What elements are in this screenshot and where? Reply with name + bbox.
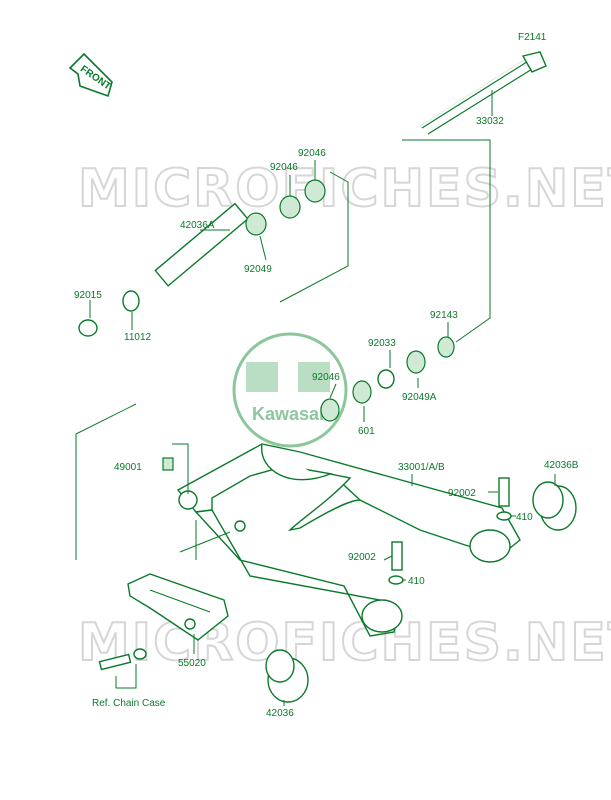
part-601-label: 601 [358, 426, 375, 437]
watermark-top: MICROFICHES.NET [78, 159, 611, 219]
part-42036a-label: 42036A [180, 220, 215, 231]
kawasaki-logo: Kawasaki [232, 332, 348, 448]
pivot-axle [419, 51, 547, 135]
part-92049a-label: 92049A [402, 392, 437, 403]
part-92046-label-a: 92046 [270, 162, 298, 173]
collar-42036 [265, 649, 309, 703]
chain-slipper-55020 [127, 573, 229, 641]
part-410-label-a: 410 [516, 512, 533, 523]
grease-fitting-49001 [162, 457, 174, 471]
bolt-92002-upper [496, 477, 512, 521]
part-55020-label: 55020 [178, 658, 206, 669]
part-92033-label: 92033 [368, 338, 396, 349]
part-92049-label: 92049 [244, 264, 272, 275]
spacer-group-upper [78, 179, 326, 337]
front-arrow-icon: FRONT [68, 52, 113, 98]
watermark-bottom: MICROFICHES.NET [78, 613, 611, 673]
ref-chain-case-note: Ref. Chain Case [92, 698, 166, 709]
part-92046-label-b: 92046 [298, 148, 326, 159]
part-92046-label-c: 92046 [312, 372, 340, 383]
part-92002-label-b: 92002 [348, 552, 376, 563]
part-92002-label-a: 92002 [448, 488, 476, 499]
part-410-label-b: 410 [408, 576, 425, 587]
collar-42036b [532, 481, 577, 531]
chain-case-screw [98, 648, 147, 671]
part-11012-label: 11012 [124, 332, 152, 343]
diagram-code: F2141 [518, 32, 547, 43]
part-42036b-label: 42036B [544, 460, 579, 471]
bolt-92002-lower [388, 541, 404, 585]
swingarm-body [176, 443, 521, 637]
part-33001-label: 33001/A/B [398, 462, 445, 473]
part-49001-label: 49001 [114, 462, 142, 473]
bearing-stack-right [320, 336, 455, 422]
part-92015-label: 92015 [74, 290, 102, 301]
part-92143-label: 92143 [430, 310, 458, 321]
part-33032-label: 33032 [476, 116, 504, 127]
part-42036-label: 42036 [266, 708, 294, 719]
brand-text: Kawasaki [252, 404, 334, 424]
